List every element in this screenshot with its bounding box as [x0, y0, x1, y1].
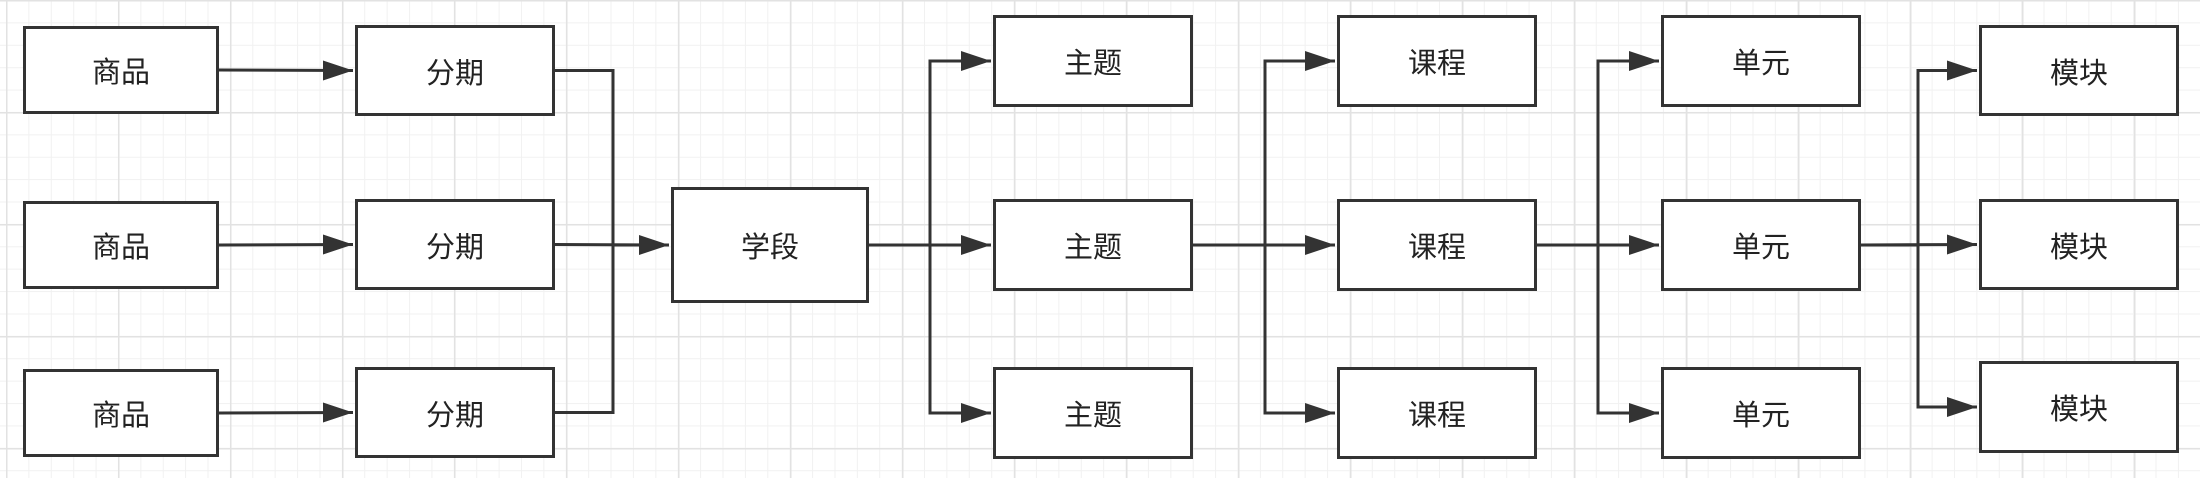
goods-node-1[interactable]: 商品 — [23, 26, 219, 114]
edge-course-2-to-unit-2-arrowhead — [1629, 235, 1659, 255]
installment-node-1[interactable]: 分期 — [355, 25, 555, 116]
edge-unit-2-to-module-1 — [1861, 69, 1977, 247]
topic-node-1[interactable]: 主题 — [993, 15, 1193, 107]
module-node-3[interactable]: 模块 — [1979, 361, 2179, 453]
course-node-2[interactable]: 课程 — [1337, 199, 1537, 291]
goods-node-2[interactable]: 商品 — [23, 201, 219, 289]
installment-node-2[interactable]: 分期 — [355, 199, 555, 290]
unit-node-3[interactable]: 单元 — [1661, 367, 1861, 459]
topic-node-3[interactable]: 主题 — [993, 367, 1193, 459]
edge-topic-2-to-course-2-arrowhead — [1305, 235, 1335, 255]
module-node-1[interactable]: 模块 — [1979, 25, 2179, 116]
edge-topic-2-to-course-1-arrowhead — [1305, 51, 1335, 71]
edge-stage-to-topic-2-arrowhead — [961, 235, 991, 255]
edge-installment-1-to-stage — [555, 69, 669, 247]
installment-node-3[interactable]: 分期 — [355, 367, 555, 458]
edge-topic-2-to-course-3 — [1193, 243, 1335, 415]
edge-course-2-to-unit-1 — [1537, 59, 1659, 247]
edge-goods-3-to-installment-3-arrowhead — [323, 402, 353, 423]
edge-course-2-to-unit-1-arrowhead — [1629, 51, 1659, 71]
unit-node-1[interactable]: 单元 — [1661, 15, 1861, 107]
edge-topic-2-to-course-3-arrowhead — [1305, 403, 1335, 423]
goods-node-3[interactable]: 商品 — [23, 369, 219, 457]
edge-unit-2-to-module-1-arrowhead — [1947, 60, 1977, 81]
edge-stage-to-topic-3-arrowhead — [961, 403, 991, 423]
edge-course-2-to-unit-3 — [1537, 243, 1659, 415]
edge-unit-2-to-module-2-arrowhead — [1947, 234, 1977, 255]
module-node-2[interactable]: 模块 — [1979, 199, 2179, 290]
edge-unit-2-to-module-3-arrowhead — [1947, 397, 1977, 417]
edge-unit-2-to-module-3 — [1861, 243, 1977, 409]
edge-goods-2-to-installment-2-arrowhead — [323, 234, 353, 255]
edge-topic-2-to-course-1 — [1193, 59, 1335, 247]
course-node-3[interactable]: 课程 — [1337, 367, 1537, 459]
unit-node-2[interactable]: 单元 — [1661, 199, 1861, 291]
edge-course-2-to-unit-3-arrowhead — [1629, 403, 1659, 423]
edge-stage-to-topic-1 — [869, 59, 991, 247]
edge-goods-1-to-installment-1-arrowhead — [323, 60, 353, 81]
edge-installment-3-to-stage — [555, 243, 669, 414]
course-node-1[interactable]: 课程 — [1337, 15, 1537, 107]
edge-stage-to-topic-1-arrowhead — [961, 51, 991, 71]
topic-node-2[interactable]: 主题 — [993, 199, 1193, 291]
edge-stage-to-topic-3 — [869, 243, 991, 415]
stage-node[interactable]: 学段 — [671, 187, 869, 303]
